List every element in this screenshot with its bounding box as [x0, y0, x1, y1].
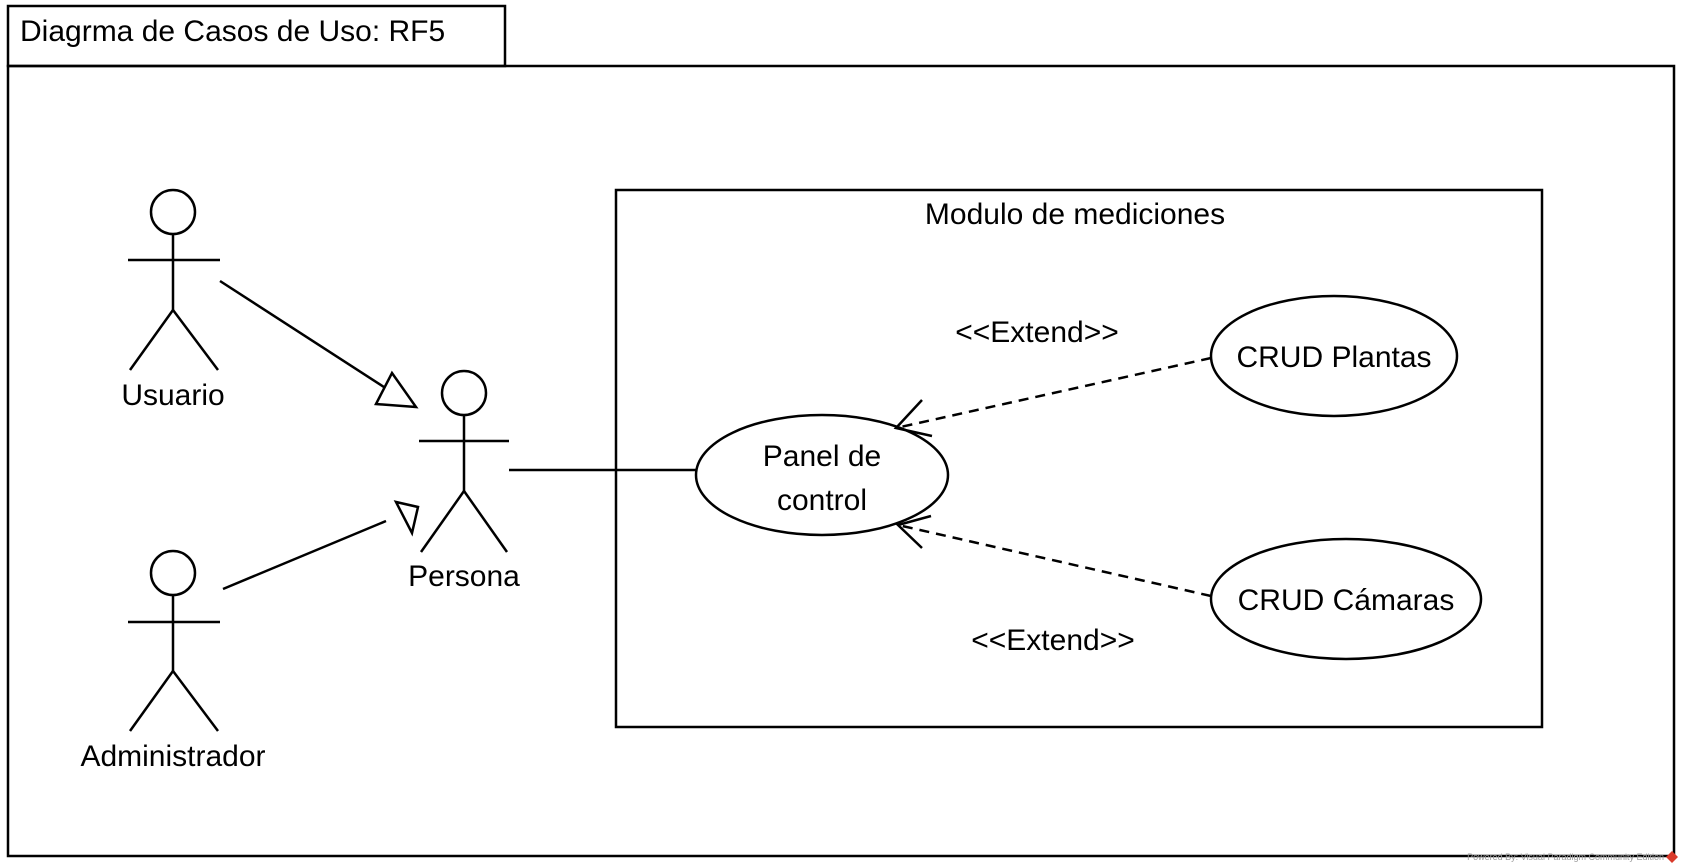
system-boundary: Modulo de mediciones: [614, 188, 1544, 729]
frame-border: [6, 64, 1676, 858]
system-title: Modulo de mediciones: [925, 198, 1225, 231]
actor-persona-label: Persona: [408, 560, 520, 593]
actor-usuario-head: [149, 188, 197, 236]
use-case-crud-plantas-label: CRUD Plantas: [1236, 341, 1431, 374]
actor-usuario[interactable]: Usuario: [121, 188, 225, 412]
use-case-crud-plantas-ellipse: [1209, 294, 1459, 418]
system-boundary-box: [614, 188, 1544, 729]
extend-label-bottom: <<Extend>>: [971, 624, 1134, 657]
use-case-crud-camaras-ellipse: [1209, 537, 1483, 661]
use-case-panel-label-line2: control: [777, 484, 867, 517]
extend-arrowhead: [893, 399, 933, 438]
actor-usuario-label: Usuario: [121, 379, 224, 412]
actor-administrador-label: Administrador: [80, 740, 265, 773]
extend-label-top: <<Extend>>: [955, 316, 1118, 349]
frame-title: Diagrma de Casos de Uso: RF5: [20, 15, 445, 48]
use-case-crud-camaras[interactable]: CRUD Cámaras: [1209, 537, 1483, 661]
frame-title-tab: [6, 4, 507, 68]
diagram-frame: Diagrma de Casos de Uso: RF5: [6, 4, 1676, 858]
actor-persona-head: [440, 369, 488, 417]
actor-administrador-head: [149, 549, 197, 597]
actor-administrador[interactable]: Administrador: [80, 549, 266, 773]
use-case-panel-ellipse: [694, 413, 950, 537]
watermark-text: Powered By: Visual Paradigm Community Ed…: [1467, 852, 1664, 862]
generalization-administrador-persona[interactable]: [222, 500, 420, 591]
watermark-logo-icon: [1666, 851, 1678, 863]
actor-persona[interactable]: Persona: [408, 369, 520, 593]
use-case-crud-plantas[interactable]: CRUD Plantas: [1209, 294, 1459, 418]
extend-crud-plantas-panel[interactable]: <<Extend>>: [893, 316, 1212, 438]
use-case-panel-de-control[interactable]: Panel de control: [694, 413, 950, 537]
extend-arrowhead: [895, 514, 932, 549]
generalization-arrowhead: [374, 370, 419, 409]
extend-crud-camaras-panel[interactable]: <<Extend>>: [895, 514, 1212, 657]
generalization-arrowhead: [393, 500, 420, 537]
watermark: Powered By: Visual Paradigm Community Ed…: [1467, 851, 1678, 863]
use-case-crud-camaras-label: CRUD Cámaras: [1238, 584, 1455, 617]
generalization-usuario-persona[interactable]: [219, 279, 419, 409]
use-case-panel-label-line1: Panel de: [763, 440, 881, 473]
